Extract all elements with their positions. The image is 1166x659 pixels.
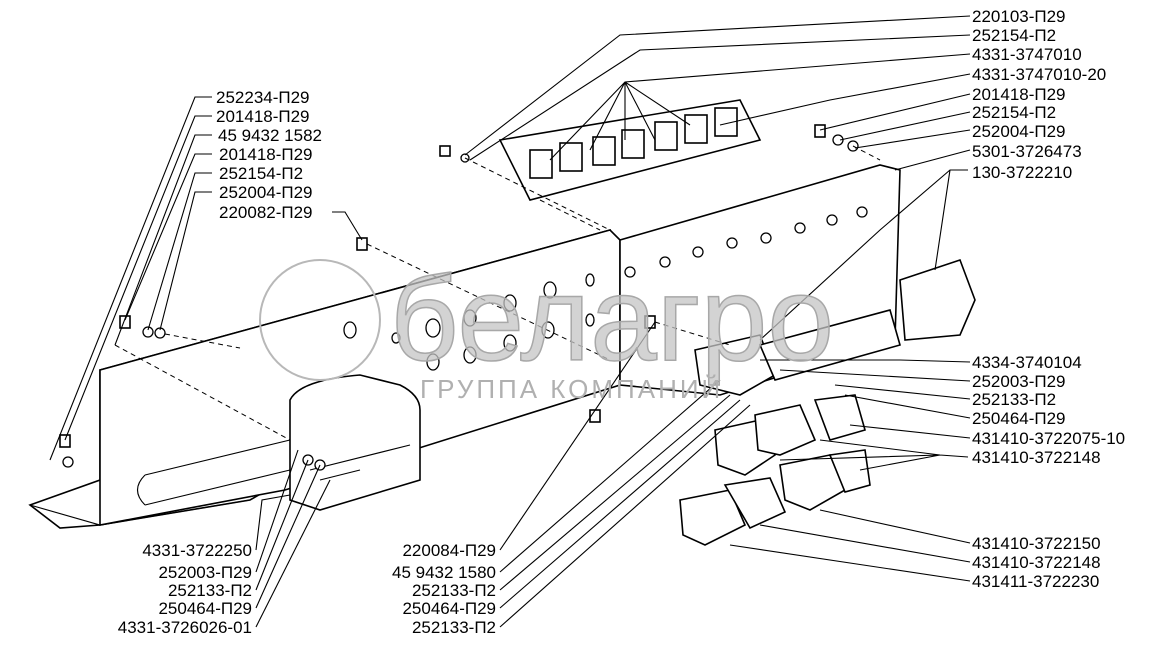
part-label: 4331-3747010-20 xyxy=(972,65,1106,84)
labels-right-top: 220103-П29 252154-П2 4331-3747010 4331-3… xyxy=(972,7,1106,182)
part-label: 252133-П2 xyxy=(412,581,496,600)
fasteners xyxy=(59,124,859,471)
part-label: 4334-3740104 xyxy=(972,353,1082,372)
part-label: 201418-П29 xyxy=(972,85,1066,104)
part-label: 252154-П2 xyxy=(219,164,303,183)
part-label: 252133-П2 xyxy=(168,581,252,600)
part-label: 431410-3722148 xyxy=(972,553,1101,572)
relay-block-top xyxy=(498,99,762,201)
labels-bottom-left: 4331-3722250 252003-П29 252133-П2 250464… xyxy=(118,541,252,637)
part-label: 250464-П29 xyxy=(972,409,1066,428)
part-label: 252154-П2 xyxy=(972,103,1056,122)
part-label: 431410-3722148 xyxy=(972,448,1101,467)
assembly-lines xyxy=(114,145,881,441)
part-label: 250464-П29 xyxy=(158,599,252,618)
part-label: 252133-П2 xyxy=(972,390,1056,409)
part-label: 4331-3722250 xyxy=(142,541,252,560)
part-label: 220084-П29 xyxy=(402,541,496,560)
part-label: 252154-П2 xyxy=(972,26,1056,45)
part-label: 201418-П29 xyxy=(216,107,310,126)
watermark: белагро ГРУППА КОМПАНИЙ xyxy=(259,251,835,404)
part-label: 252003-П29 xyxy=(972,372,1066,391)
part-label: 431410-3722075-10 xyxy=(972,429,1125,448)
leader-lines xyxy=(49,15,971,628)
part-label: 45 9432 1580 xyxy=(392,563,496,582)
watermark-subtitle: ГРУППА КОМПАНИЙ xyxy=(420,374,723,404)
part-label: 45 9432 1582 xyxy=(218,126,322,145)
part-label: 220103-П29 xyxy=(972,7,1066,26)
part-label: 130-3722210 xyxy=(972,163,1072,182)
part-label: 5301-3726473 xyxy=(972,142,1082,161)
fuse-blocks xyxy=(694,258,976,396)
part-label: 201418-П29 xyxy=(219,145,313,164)
relay-clips xyxy=(624,206,868,278)
watermark-brand: белагро xyxy=(390,252,834,386)
part-label: 252003-П29 xyxy=(158,563,252,582)
part-label: 431411-3722230 xyxy=(972,572,1099,591)
part-label: 252004-П29 xyxy=(219,183,313,202)
part-label: 252234-П29 xyxy=(216,88,310,107)
part-label: 250464-П29 xyxy=(402,599,496,618)
part-label: 4331-3747010 xyxy=(972,45,1082,64)
part-label: 431410-3722150 xyxy=(972,534,1101,553)
part-label: 252133-П2 xyxy=(412,618,496,637)
panel-holes xyxy=(343,273,595,371)
part-label: 4331-3726026-01 xyxy=(118,618,252,637)
relay-box-cover xyxy=(289,374,421,511)
labels-left-top: 252234-П29 201418-П29 45 9432 1582 20141… xyxy=(216,88,322,222)
small-relays xyxy=(679,394,871,546)
part-label: 252004-П29 xyxy=(972,122,1066,141)
labels-right-bottom: 4334-3740104 252003-П29 252133-П2 250464… xyxy=(972,353,1125,591)
part-label: 220082-П29 xyxy=(219,203,313,222)
labels-bottom-center: 220084-П29 45 9432 1580 252133-П2 250464… xyxy=(392,541,496,637)
